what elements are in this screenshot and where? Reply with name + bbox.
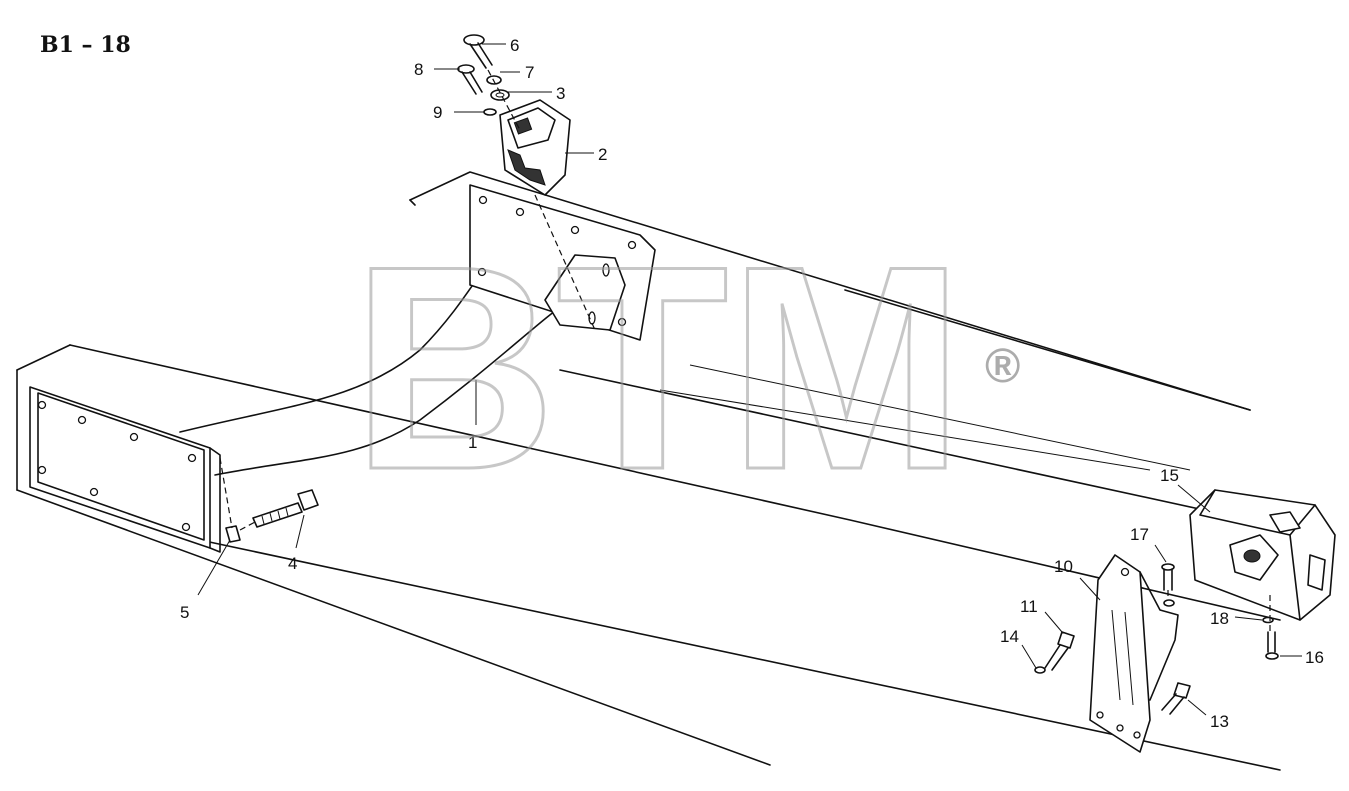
callout-16: 16 — [1305, 648, 1324, 667]
callout-10: 10 — [1054, 557, 1073, 576]
callout-15: 15 — [1160, 466, 1179, 485]
callout-6: 6 — [510, 36, 519, 55]
left-hardware — [219, 457, 319, 543]
callout-2: 2 — [598, 145, 607, 164]
callout-14: 14 — [1000, 627, 1019, 646]
callout-5: 5 — [180, 603, 189, 622]
callout-18: 18 — [1210, 609, 1229, 628]
callout-labels: 1 2 3 4 5 6 7 8 9 10 11 13 14 15 16 17 1… — [180, 36, 1324, 731]
callout-9: 9 — [433, 103, 442, 122]
callout-17: 17 — [1130, 525, 1149, 544]
registered-mark: ® — [985, 340, 1020, 393]
watermark-text: BTM — [352, 206, 964, 530]
btm-watermark: BTM ® — [351, 205, 1021, 532]
right-hardware — [1034, 563, 1279, 715]
left-mounting-plate — [29, 386, 221, 553]
upper-engine-mount — [499, 99, 571, 196]
callout-1: 1 — [468, 433, 477, 452]
callout-3: 3 — [556, 84, 565, 103]
right-engine-mount — [1189, 489, 1336, 621]
callout-13: 13 — [1210, 712, 1229, 731]
callout-8: 8 — [414, 60, 423, 79]
callout-leaders — [197, 43, 1302, 716]
callout-7: 7 — [525, 63, 534, 82]
upper-bracket-plate — [469, 184, 656, 341]
right-bracket — [1089, 554, 1179, 753]
callout-4: 4 — [288, 554, 297, 573]
callout-11: 11 — [1020, 597, 1038, 616]
upper-hardware — [457, 34, 521, 131]
figure-code: B1 – 18 — [40, 32, 131, 58]
